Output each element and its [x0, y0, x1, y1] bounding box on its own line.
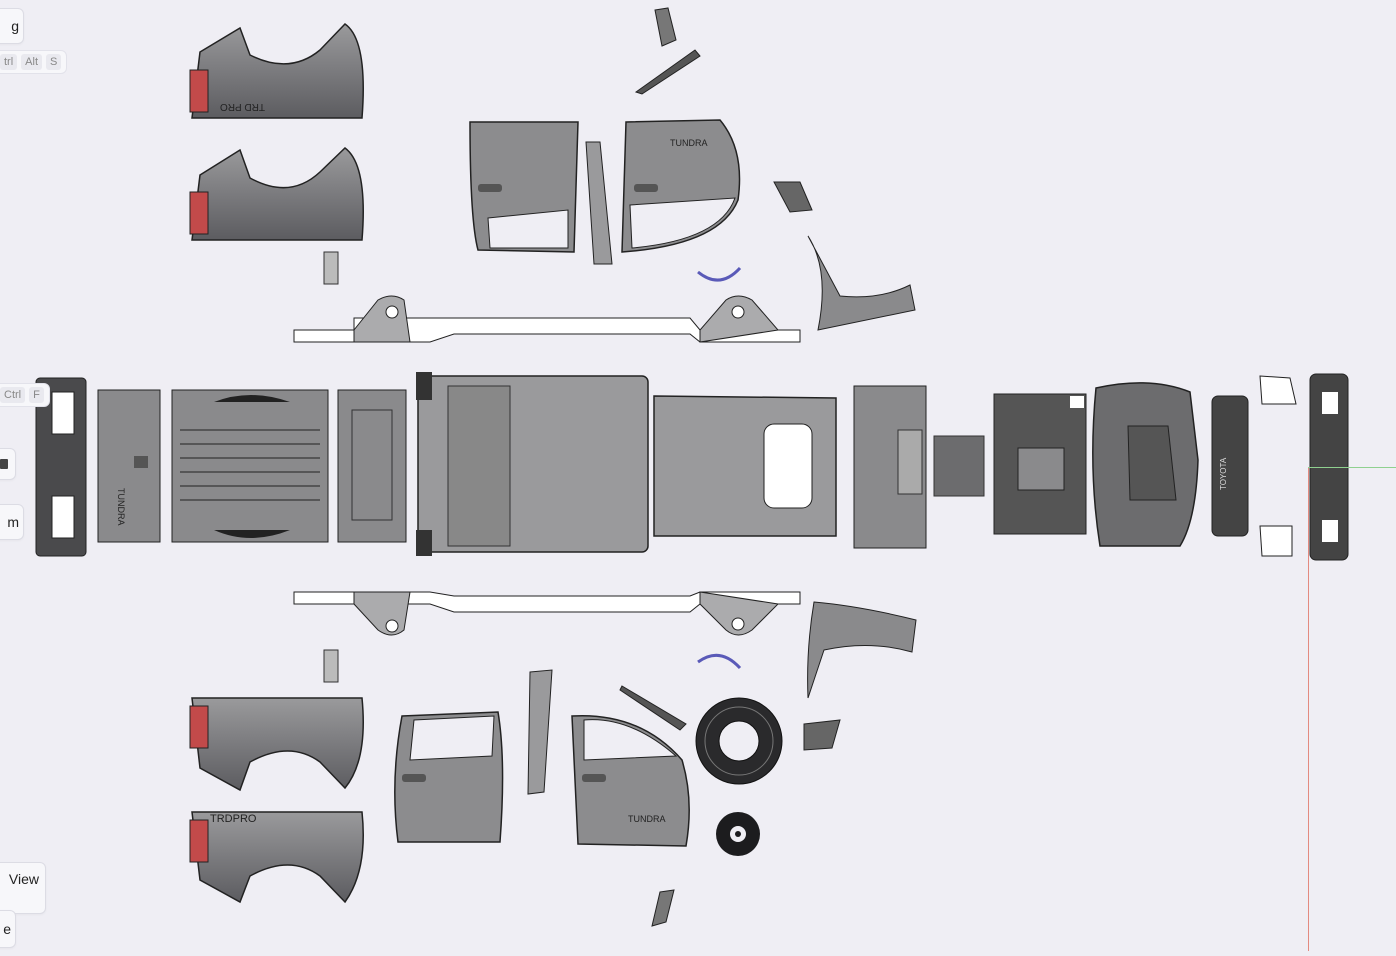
b-pillar-bottom — [527, 669, 553, 795]
rear-fender-bottom-2: TRDPRO — [189, 811, 364, 904]
window-trim-top — [634, 49, 701, 95]
mirror-cap-bottom — [651, 889, 675, 927]
top-shortcut-hint: trl Alt S — [0, 50, 68, 74]
clip-bottom — [697, 653, 742, 670]
top-tool-button-label: g — [11, 18, 19, 34]
key-alt: Alt — [21, 54, 43, 70]
mid-icon-button[interactable] — [0, 448, 16, 480]
front-fender-top — [807, 235, 916, 331]
mirror-bottom — [803, 719, 841, 751]
headlight-top — [1259, 375, 1297, 405]
front-door-bottom: TUNDRA — [571, 714, 690, 847]
door-logo-bottom: TUNDRA — [628, 814, 666, 824]
grille-logo: TOYOTA — [1219, 457, 1228, 490]
top-tool-button[interactable]: g — [0, 8, 24, 44]
mirror-cap-top — [654, 7, 677, 47]
small-bracket-bottom — [323, 649, 339, 683]
tailgate-logo: TUNDRA — [116, 488, 126, 526]
engine-bay — [993, 393, 1087, 535]
mirror-top — [773, 181, 813, 213]
clip-top — [697, 266, 742, 282]
fender-logo-bottom: TRDPRO — [210, 813, 257, 825]
fender-logo-top: TRD PRO — [220, 101, 265, 112]
dash-panel — [933, 435, 985, 497]
front-grille: TOYOTA — [1211, 395, 1249, 537]
rear-fender-bottom-1 — [189, 697, 364, 792]
rear-door-top — [469, 121, 579, 253]
window-trim-bottom — [619, 685, 687, 731]
rear-fender-top-2 — [189, 147, 364, 241]
key-ctrl-2: Ctrl — [0, 387, 26, 403]
cube-icon — [0, 459, 8, 469]
y-axis-line — [1308, 467, 1396, 468]
bed-front-wall — [337, 389, 407, 543]
view-button[interactable]: View — [0, 862, 46, 914]
bottom-tool-button[interactable]: e — [0, 910, 16, 948]
front-fender-bottom — [807, 601, 917, 699]
door-logo-top: TUNDRA — [670, 138, 708, 148]
frame-rail-bottom — [293, 591, 801, 636]
mid-tool-button-label: m — [7, 514, 19, 530]
key-s: S — [46, 54, 62, 70]
firewall — [853, 385, 927, 549]
frame-rail-top — [293, 295, 801, 343]
bottom-tool-button-label: e — [3, 921, 11, 937]
cab-floor — [653, 395, 837, 537]
cab-roof — [416, 372, 649, 556]
rear-door-bottom — [394, 711, 504, 843]
key-ctrl: trl — [0, 54, 18, 70]
mid-tool-button[interactable]: m — [0, 504, 24, 540]
x-axis-line — [1308, 468, 1309, 951]
rear-fender-top-1: TRD PRO — [189, 23, 364, 119]
front-door-top: TUNDRA — [621, 119, 741, 253]
tailgate: TUNDRA — [97, 389, 161, 543]
small-bracket-top — [323, 251, 339, 285]
truck-bed — [171, 389, 329, 543]
headlight-bottom — [1259, 525, 1293, 557]
rear-bumper — [35, 377, 87, 557]
wheel-rim — [716, 812, 760, 856]
key-f: F — [29, 387, 44, 403]
mid-shortcut-hint: Ctrl F — [0, 383, 50, 407]
hood — [1092, 382, 1199, 547]
tire — [695, 697, 783, 785]
b-pillar-top — [585, 141, 613, 265]
view-button-label: View — [8, 871, 39, 887]
